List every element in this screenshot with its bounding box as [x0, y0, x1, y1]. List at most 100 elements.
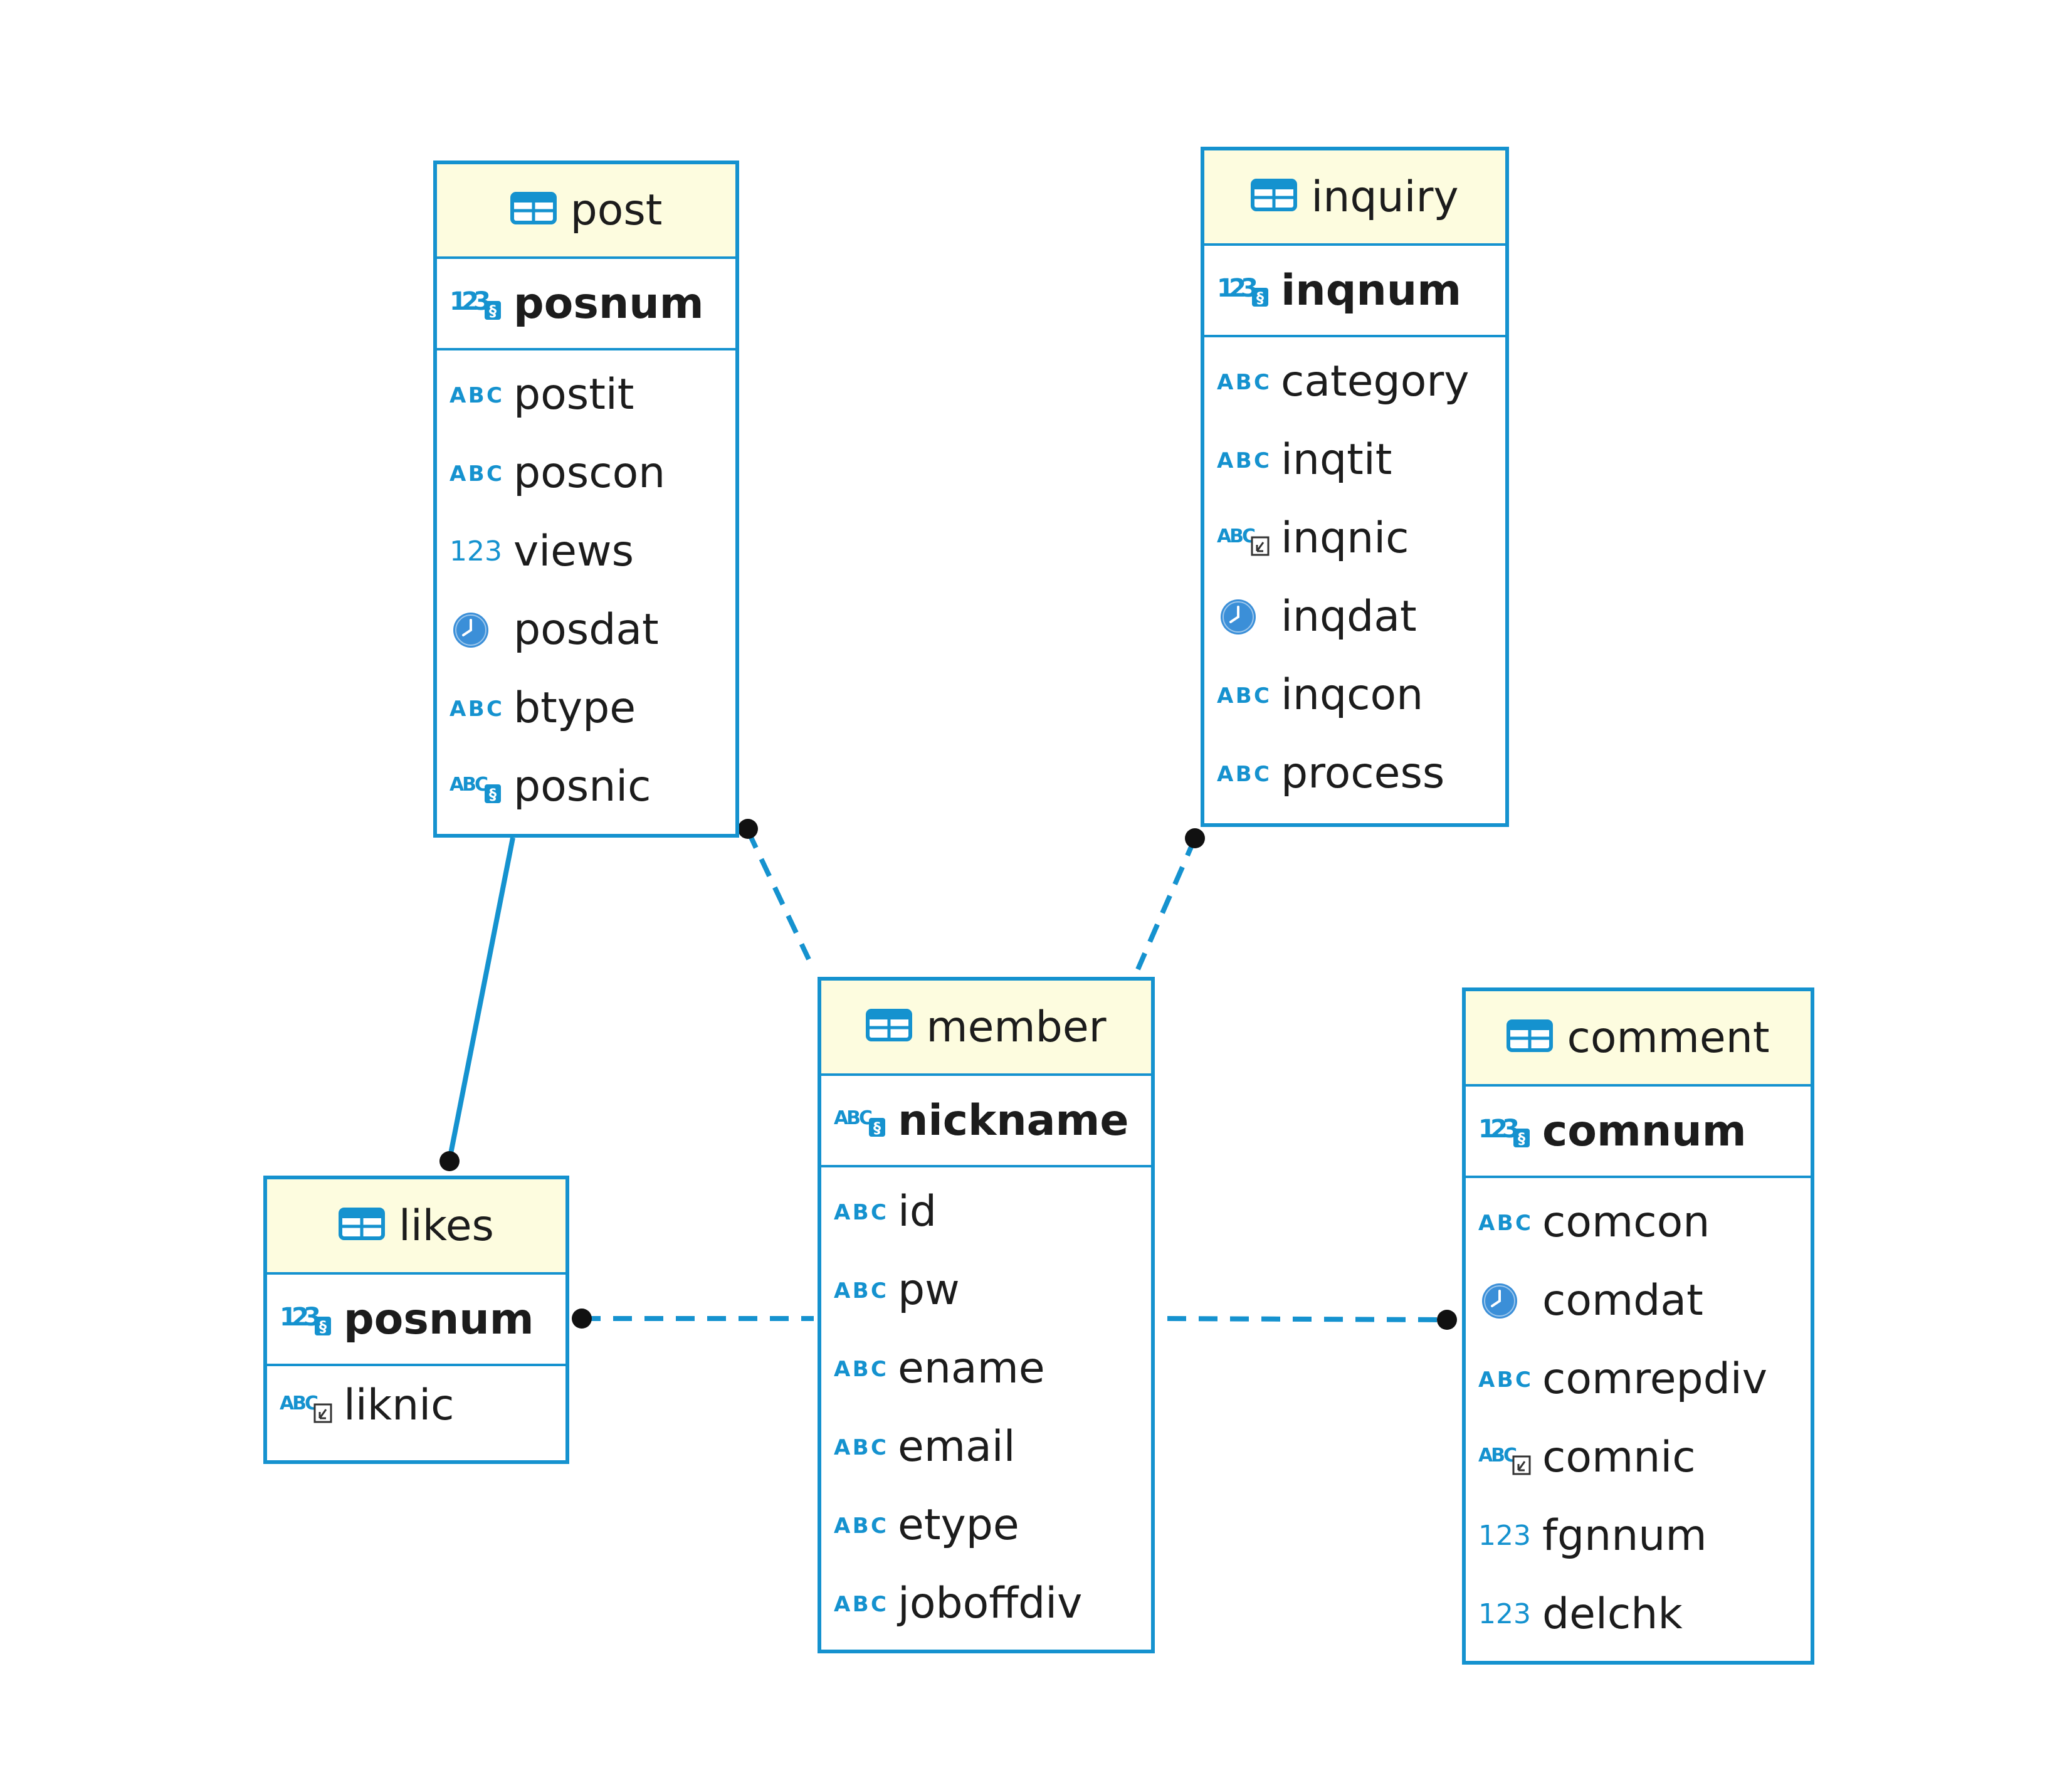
table-name: inquiry	[1311, 172, 1459, 222]
table-name: likes	[398, 1201, 494, 1251]
table-header[interactable]: member	[821, 981, 1151, 1076]
table-name: post	[570, 186, 663, 235]
svg-text:ABC: ABC	[834, 1435, 886, 1460]
table-header[interactable]: post	[437, 164, 735, 259]
table-column[interactable]: ABC joboffdiv	[821, 1564, 1151, 1643]
table-header[interactable]: likes	[267, 1179, 565, 1275]
primary-key-column[interactable]: 123§posnum	[437, 259, 735, 348]
svg-text:ABC: ABC	[1217, 762, 1270, 787]
text-type-icon: ABC	[834, 1592, 886, 1617]
table-column[interactable]: ABC etype	[821, 1486, 1151, 1564]
table-column[interactable]: posdat	[437, 591, 735, 669]
svg-text:123: 123	[450, 535, 502, 567]
table-name: comment	[1567, 1013, 1770, 1063]
text-foreign-key-icon: ABC	[280, 1393, 332, 1423]
table-column[interactable]: ABC comnic	[1466, 1418, 1811, 1497]
column-name: category	[1281, 357, 1470, 406]
link-endpoint-dot	[572, 1308, 592, 1329]
table-header[interactable]: comment	[1466, 991, 1811, 1087]
svg-text:ABC: ABC	[280, 1393, 318, 1414]
svg-text:123: 123	[1478, 1598, 1531, 1630]
svg-text:ABC: ABC	[834, 1592, 886, 1617]
svg-text:§: §	[489, 302, 497, 320]
text-type-icon: ABC	[450, 697, 502, 722]
table-column[interactable]: ABC comrepdiv	[1466, 1340, 1811, 1418]
text-foreign-key-icon: ABC	[1478, 1445, 1531, 1475]
column-name: posnum	[513, 278, 704, 329]
primary-key-column[interactable]: 123§ comnum	[1466, 1087, 1811, 1176]
column-name: posdat	[513, 605, 659, 655]
link-post-likes[interactable]	[447, 837, 515, 1161]
text-type-icon: ABC	[834, 1278, 886, 1303]
table-column[interactable]: ABC§posnic	[437, 747, 735, 826]
table-name: member	[926, 1002, 1107, 1052]
primary-key-section: 123§ comnum	[1466, 1087, 1811, 1178]
column-name: comnic	[1542, 1433, 1696, 1482]
table-header[interactable]: inquiry	[1204, 150, 1505, 246]
primary-key-section: 123§inqnum	[1204, 246, 1505, 337]
svg-text:ABC: ABC	[450, 774, 488, 796]
link-member-comment[interactable]	[1167, 1316, 1445, 1322]
column-name: inqtit	[1281, 435, 1392, 485]
svg-text:§: §	[1256, 289, 1264, 307]
column-name: comrepdiv	[1542, 1354, 1767, 1404]
table-icon	[1251, 172, 1298, 222]
text-key-icon: ABC§	[450, 774, 501, 803]
text-type-icon: ABC	[1478, 1211, 1531, 1236]
svg-text:ABC: ABC	[834, 1514, 886, 1539]
column-name: comnum	[1542, 1106, 1747, 1156]
column-name: postit	[513, 370, 634, 419]
link-inquiry-member[interactable]	[1135, 837, 1197, 971]
text-type-icon: ABC	[834, 1357, 886, 1382]
svg-text:ABC: ABC	[1217, 525, 1256, 547]
column-name: id	[898, 1187, 937, 1236]
link-endpoint-dot	[738, 819, 758, 839]
primary-key-column[interactable]: 123§inqnum	[1204, 246, 1505, 335]
svg-text:ABC: ABC	[450, 697, 502, 722]
link-post-member[interactable]	[745, 829, 811, 961]
table-column[interactable]: ABC category	[1204, 342, 1505, 421]
text-type-icon: ABC	[1217, 370, 1270, 395]
link-endpoint-dot	[1185, 828, 1205, 848]
svg-text:ABC: ABC	[1478, 1211, 1531, 1236]
svg-text:ABC: ABC	[834, 1357, 886, 1382]
column-name: etype	[898, 1500, 1019, 1550]
table-icon	[1507, 1013, 1554, 1063]
table-column[interactable]: comdat	[1466, 1261, 1811, 1340]
link-endpoint-dot	[439, 1151, 460, 1171]
svg-text:ABC: ABC	[450, 383, 502, 408]
table-column[interactable]: ABC postit	[437, 355, 735, 434]
numeric-key-icon: 123§	[1478, 1115, 1530, 1147]
primary-key-column[interactable]: ABC§nickname	[821, 1076, 1151, 1165]
svg-text:ABC: ABC	[1478, 1367, 1531, 1393]
clock-icon	[1221, 599, 1256, 634]
column-name: joboffdiv	[898, 1579, 1083, 1628]
primary-key-column[interactable]: 123§posnum	[267, 1275, 565, 1364]
text-type-icon: ABC	[450, 461, 502, 487]
svg-text:ABC: ABC	[834, 1278, 886, 1303]
table-column[interactable]: inqdat	[1204, 577, 1505, 656]
svg-text:ABC: ABC	[1478, 1445, 1517, 1466]
